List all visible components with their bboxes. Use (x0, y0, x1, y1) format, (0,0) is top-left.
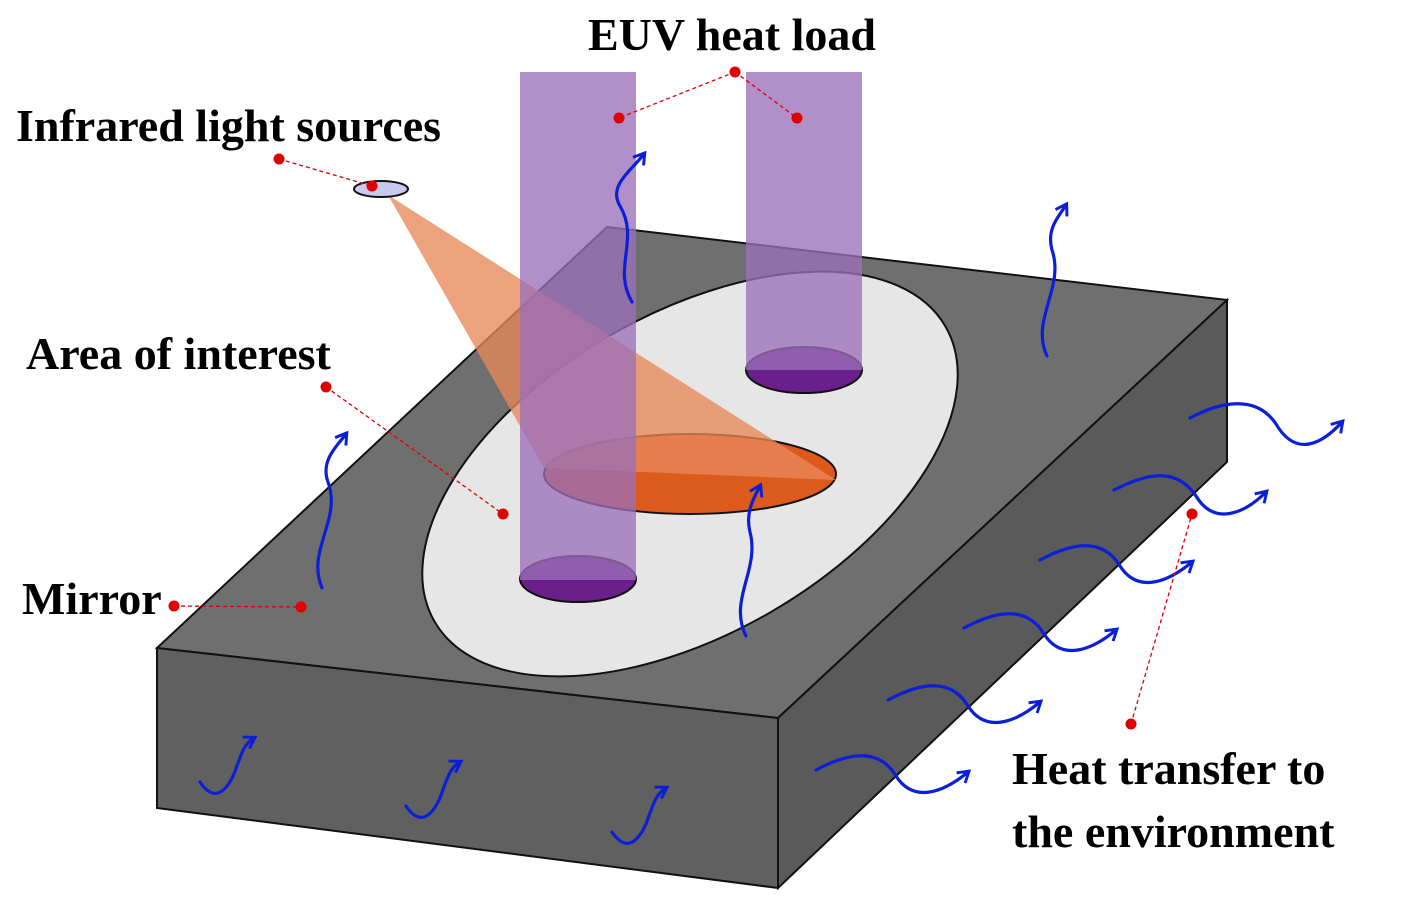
wavy-heat-arrow-icon (1112, 474, 1269, 516)
wavy-heat-arrow-icon (610, 785, 670, 845)
label-euv-heat-load: EUV heat load (588, 9, 876, 60)
label-infrared-light-sources: Infrared light sources (16, 100, 441, 151)
leader-dot (168, 600, 180, 612)
leader-euv-right (734, 71, 798, 119)
leader-mirror (173, 605, 302, 608)
leader-dot (366, 180, 378, 192)
leader-dot (1125, 718, 1137, 730)
wavy-heat-arrow-icon (404, 759, 464, 819)
wavy-heat-arrow-icon (814, 754, 972, 795)
wavy-heat-arrow-icon (962, 612, 1120, 653)
leader-dot (1186, 508, 1198, 520)
wavy-heat-arrow-icon (614, 150, 647, 304)
wavy-heat-arrow-icon (1038, 544, 1196, 585)
leader-dot (320, 381, 332, 393)
mirror-right-face (777, 297, 1228, 891)
label-area-of-interest: Area of interest (26, 328, 332, 379)
label-heat-transfer-line2: the environment (1012, 806, 1335, 857)
leader-dot (613, 112, 625, 124)
wavy-heat-arrow-icon (738, 482, 764, 638)
euv-beam-left (520, 72, 636, 580)
euv-beam-right (746, 72, 862, 370)
leader-area-of-interest (325, 386, 504, 515)
label-mirror: Mirror (22, 573, 162, 624)
leader-dot (791, 112, 803, 124)
leader-dot (273, 153, 285, 165)
leader-dot (729, 66, 741, 78)
heat-arrows (198, 150, 1345, 845)
label-heat-transfer-line1: Heat transfer to (1012, 743, 1325, 794)
wavy-heat-arrow-icon (1040, 201, 1069, 358)
wavy-heat-arrow-icon (1188, 402, 1345, 446)
leader-euv-left (618, 71, 736, 119)
leader-dot (295, 601, 307, 613)
leader-lines (168, 66, 1198, 730)
leader-heat-transfer (1130, 513, 1193, 725)
wavy-heat-arrow-icon (198, 735, 258, 795)
leader-ir-source (278, 158, 373, 187)
wavy-heat-arrow-icon (886, 684, 1044, 725)
wavy-heat-arrow-icon (316, 430, 349, 590)
leader-dot (497, 508, 509, 520)
